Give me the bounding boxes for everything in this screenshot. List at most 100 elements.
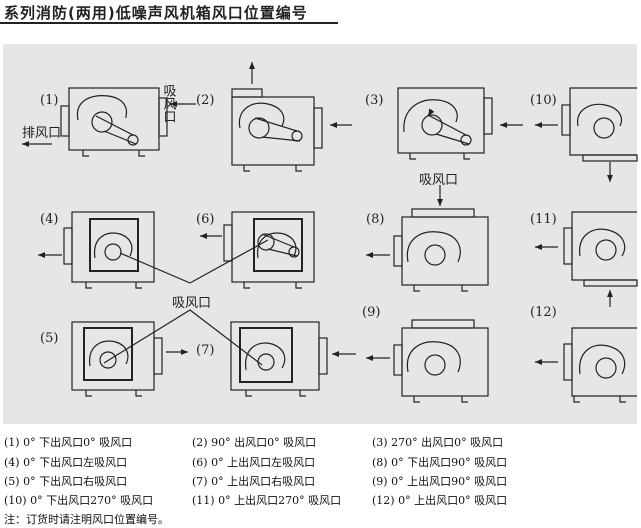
unit-1 <box>22 87 196 157</box>
unit-3-scroll <box>403 99 458 133</box>
unit-7-box <box>230 321 320 391</box>
unit-8-fan <box>424 244 446 266</box>
unit-1-flange <box>60 105 70 137</box>
unit-5-fan <box>99 351 117 369</box>
unit-label-7: (7) <box>196 343 214 358</box>
unit-2-belt <box>254 117 301 142</box>
unit-3-feet <box>409 153 470 160</box>
unit-label-1: (1) <box>40 93 58 108</box>
unit-10-fan <box>593 117 615 139</box>
unit-12-fan <box>595 357 617 379</box>
caption-11: (11) 0° 上出风口270° 吸风口 <box>192 494 342 507</box>
unit-10-box <box>569 87 637 156</box>
unit-2 <box>231 62 352 172</box>
unit-5-feet <box>85 390 142 397</box>
unit-label-10: (10) <box>530 93 557 108</box>
unit-4-feet <box>85 282 142 289</box>
unit-11-box <box>571 211 637 281</box>
unit-10-scroll <box>577 103 623 127</box>
unit-6-belt <box>261 233 298 257</box>
caption-10: (10) 0° 下出风口270° 吸风口 <box>4 494 154 507</box>
unit-1-motor <box>127 134 139 146</box>
intake-leader-lines-top <box>119 239 269 284</box>
unit-8 <box>366 185 489 292</box>
intake-label-unit-8: 吸风口 <box>419 173 458 188</box>
unit-2-flange-top <box>231 88 263 98</box>
intake-label-shared: 吸风口 <box>172 296 211 311</box>
unit-2-feet <box>243 165 302 172</box>
unit-8-flange-top <box>411 208 475 218</box>
caption-3: (3) 270° 出风口0° 吸风口 <box>372 436 504 449</box>
unit-2-motor <box>291 130 303 142</box>
unit-10-flange-bottom <box>582 154 638 162</box>
unit-10-flange <box>561 104 571 136</box>
unit-1-fan <box>91 111 113 133</box>
unit-9-scroll <box>406 341 461 373</box>
unit-11-scroll <box>579 228 626 257</box>
unit-9-flange-top <box>411 319 475 329</box>
title-underline <box>0 22 338 24</box>
unit-6 <box>200 211 315 289</box>
unit-10 <box>535 87 638 182</box>
unit-7-feet <box>245 390 306 397</box>
unit-2-fan <box>248 117 270 139</box>
caption-2: (2) 90° 出风口0° 吸风口 <box>192 436 317 449</box>
unit-2-flange-right <box>313 107 323 149</box>
unit-label-2: (2) <box>196 93 214 108</box>
unit-label-8: (8) <box>366 212 384 227</box>
order-note: 注：订货时请注明风口位置编号。 <box>4 513 169 526</box>
unit-3-belt <box>427 114 470 145</box>
unit-1-flange-right <box>158 97 168 137</box>
unit-12-feet <box>573 396 626 403</box>
unit-7-fan <box>257 353 275 371</box>
unit-6-feet <box>243 282 302 289</box>
unit-4-flange <box>63 227 73 265</box>
unit-label-5: (5) <box>40 331 58 346</box>
unit-3-fan <box>421 114 443 136</box>
unit-1-belt <box>95 115 137 145</box>
unit-9-fan <box>424 354 446 376</box>
unit-4 <box>38 211 155 289</box>
caption-6: (6) 0° 上出风口左吸风口 <box>192 456 316 469</box>
page-title: 系列消防(两用)低噪声风机箱风口位置编号 <box>4 4 308 22</box>
unit-label-4: (4) <box>40 212 58 227</box>
unit-2-box <box>231 96 315 166</box>
unit-12-scroll <box>579 344 626 375</box>
unit-8-box <box>401 216 489 286</box>
unit-label-6: (6) <box>196 212 214 227</box>
unit-4-scroll <box>94 232 133 259</box>
unit-12-box <box>571 327 637 397</box>
unit-8-flange <box>393 235 403 267</box>
unit-8-feet <box>413 285 468 292</box>
unit-5 <box>71 321 188 397</box>
unit-11-flange-bottom <box>583 279 638 287</box>
caption-4: (4) 0° 下出风口左吸风口 <box>4 456 128 469</box>
unit-6-fan <box>257 233 275 251</box>
caption-9: (9) 0° 上出风口90° 吸风口 <box>372 475 508 488</box>
exhaust-label-unit-1: 排风口 <box>22 126 61 141</box>
unit-11-flange <box>563 227 573 265</box>
unit-8-scroll <box>406 231 461 263</box>
unit-2-scroll <box>238 102 285 129</box>
unit-label-12: (12) <box>530 305 557 320</box>
unit-4-fan <box>104 243 122 261</box>
unit-label-3: (3) <box>365 93 383 108</box>
unit-9 <box>366 319 489 403</box>
unit-5-scroll <box>89 340 129 367</box>
unit-7 <box>230 321 356 397</box>
intake-leader-lines-bottom <box>103 309 263 366</box>
unit-7-inlet-frame <box>239 327 293 383</box>
unit-11 <box>535 211 638 307</box>
unit-5-inlet-frame <box>83 327 133 381</box>
unit-3-flange-right <box>483 97 493 135</box>
unit-11-fan <box>595 239 617 261</box>
caption-8: (8) 0° 下出风口90° 吸风口 <box>372 456 508 469</box>
unit-12-flange <box>563 343 573 381</box>
unit-6-scroll <box>257 232 297 259</box>
unit-3 <box>397 87 523 160</box>
unit-5-flange <box>153 337 163 375</box>
caption-7: (7) 0° 上出风口右吸风口 <box>192 475 316 488</box>
unit-1-scroll <box>76 95 128 121</box>
unit-label-9: (9) <box>362 305 380 320</box>
